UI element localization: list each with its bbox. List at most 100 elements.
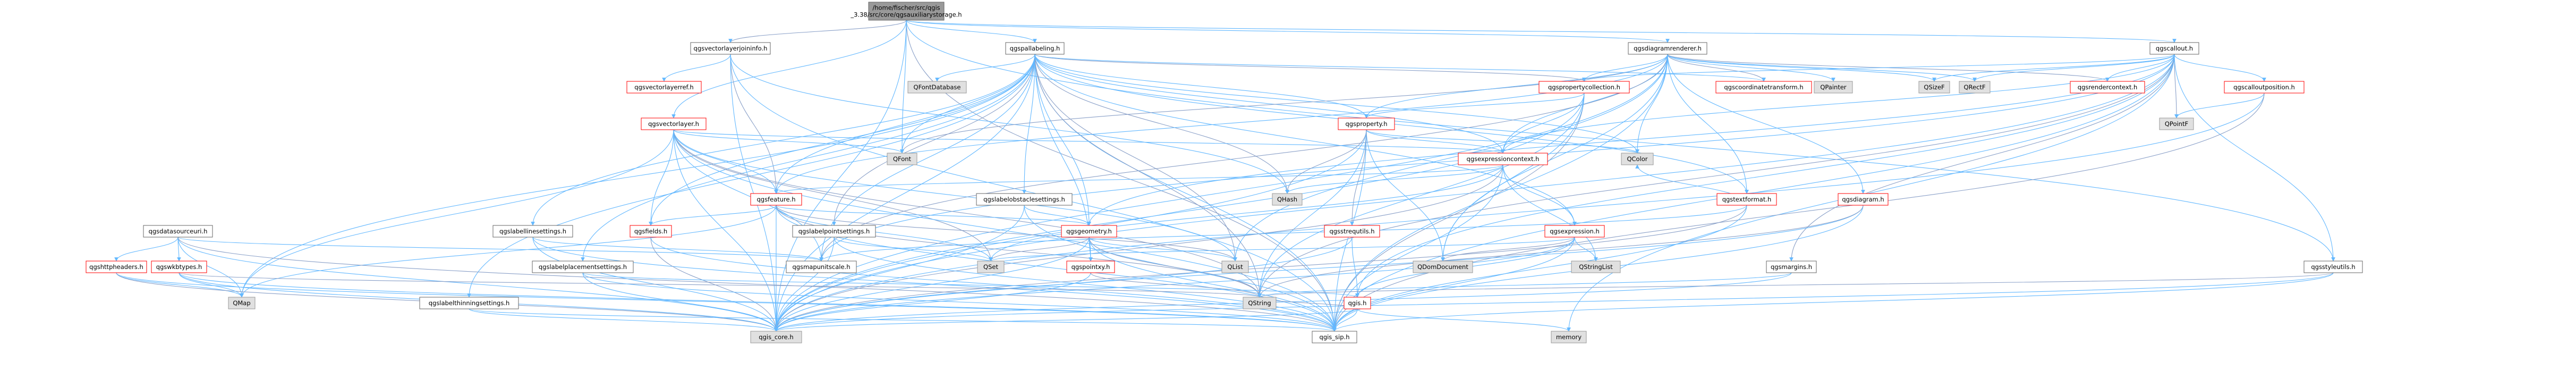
node-qgscalloutposition[interactable]: qgscalloutposition.h [2224,81,2305,94]
node-qgsmargins[interactable]: qgsmargins.h [1766,261,1817,273]
node-box [86,261,147,273]
include-edge-qgsfeature-to-qgsfields [649,205,777,226]
node-qgsproperty[interactable]: qgsproperty.h [1338,117,1395,130]
include-edge-qgscallout-to-qrectf [1973,54,2175,82]
include-edge-qgscallout-to-qgspropertycollection [1582,54,2175,82]
node-qgsfields[interactable]: qgsfields.h [630,225,672,238]
include-edge-qgslabelplacementsettings-to-qgis [582,272,1359,298]
node-qgslabelobstaclesettings[interactable]: qgslabelobstaclesettings.h [976,193,1073,206]
node-label: qgsdiagram.h [1842,196,1884,203]
node-qgsstrequtils[interactable]: qgsstrequtils.h [1324,225,1380,238]
include-edge-qgstextformat-to-qgis_core [774,205,1747,332]
node-box [151,261,207,273]
include-edge-qgsvectorlayer-to-qset [673,129,993,262]
include-edge-qgscallout-to-qpointf [2174,54,2179,119]
include-edge-qgspallabeling-to-qlist [1034,54,1237,262]
node-box [492,225,573,238]
node-label: qgsstyleutils.h [2311,263,2355,271]
include-edge-qgslabellinesettings-to-qgsmapunitscale [532,237,823,262]
node-qgshttpheaders[interactable]: qgshttpheaders.h [86,261,147,273]
include-edge-qgspallabeling-to-qfontdatabase [935,54,1035,82]
node-qdomdocument: QDomDocument [1413,261,1473,273]
node-qgspointxy[interactable]: qgspointxy.h [1066,261,1115,273]
node-qgis[interactable]: qgis.h [1344,297,1371,309]
node-qgscallout[interactable]: qgscallout.h [2149,42,2199,55]
include-edge-qgsvectorlayerjoininfo-to-qhash [730,54,1289,194]
node-qgspropertycollection[interactable]: qgspropertycollection.h [1538,81,1630,94]
node-label: _3.38/src/core/qgsauxiliarystorage.h [850,11,962,19]
node-label: QSizeF [1924,83,1944,91]
node-qgstextformat[interactable]: qgstextformat.h [1716,193,1777,206]
include-edge-qgsfeature-to-qgsgeometry [776,205,1091,226]
node-qgsfeature[interactable]: qgsfeature.h [750,193,802,206]
node-layer: /home/fischer/src/qgis_3.38/src/core/qgs… [86,2,2363,343]
node-qgsgeometry[interactable]: qgsgeometry.h [1061,225,1117,238]
node-qgslabelpointsettings[interactable]: qgslabelpointsettings.h [792,225,876,238]
include-edge-qgis-to-qgis_core [774,308,1358,332]
include-edge-qgspallabeling-to-qgsexpression [1034,54,1577,226]
node-box [786,261,857,273]
include-edge-qgsvectorlayer-to-qgsfields [649,129,674,226]
node-qgscoordinatetransform[interactable]: qgscoordinatetransform.h [1715,81,1812,94]
include-edge-qgsdiagramrenderer-to-qfont [900,54,1668,154]
include-edge-root-to-qgis_sip [906,20,1337,332]
node-label: qgscoordinatetransform.h [1724,83,1803,91]
include-edge-qgslabelobstaclesettings-to-qgis_core [774,205,1025,332]
node-box [1621,153,1654,165]
include-edge-qgspallabeling-to-qstring [1034,54,1262,298]
include-edge-qgswkbtypes-to-qmap [178,272,244,298]
include-edge-qgsdiagramrenderer-to-qlist [1233,54,1668,262]
node-box [2149,42,2199,55]
include-edge-qgspallabeling-to-qgslabelplacementsettings [581,54,1035,262]
node-label: qgslabelthinningsettings.h [429,299,510,307]
include-edge-qgsvectorlayer-to-qgsexpressioncontext [673,129,1505,154]
include-edge-qgsproperty-to-qcolor [1366,129,1639,154]
include-edge-qgspallabeling-to-qhash [1034,54,1289,194]
include-edge-qgstextformat-to-qgis_sip [1332,205,1747,332]
include-edge-qgis-to-qgis_sip [1332,308,1358,332]
include-edge-qgsdiagramrenderer-to-qgsmapunitscale [819,54,1668,262]
include-edge-qgspointxy-to-qstring [1090,272,1262,298]
node-qgslabelthinningsettings[interactable]: qgslabelthinningsettings.h [419,297,519,309]
node-label: QFontDatabase [914,83,961,91]
node-qgsexpressioncontext[interactable]: qgsexpressioncontext.h [1458,153,1548,165]
node-qgspallabeling[interactable]: qgspallabeling.h [1005,42,1065,55]
node-qgsvectorlayerjoininfo[interactable]: qgsvectorlayerjoininfo.h [690,42,771,55]
node-qgsexpression[interactable]: qgsexpression.h [1544,225,1605,238]
include-edge-qgsfields-to-qgis_sip [650,237,1337,332]
node-qset: QSet [977,261,1005,273]
include-edge-qgsmargins-to-qgis_core [774,272,1792,332]
include-edge-qgspallabeling-to-qmap [240,54,1035,298]
node-box [1061,225,1117,238]
node-label: QDomDocument [1417,263,1468,271]
node-box [2159,117,2194,130]
include-edge-qgsfeature-to-qset [776,205,993,262]
include-edge-qgslabelplacementsettings-to-qgis_core [582,272,778,332]
node-qgsmapunitscale[interactable]: qgsmapunitscale.h [786,261,857,273]
node-box [1814,81,1853,94]
node-root[interactable]: /home/fischer/src/qgis_3.38/src/core/qgs… [850,2,962,21]
include-edge-qgspropertycollection-to-qgis_sip [1332,93,1585,332]
node-qgsstyleutils[interactable]: qgsstyleutils.h [2303,261,2363,273]
include-edge-qgspallabeling-to-qgsexpressioncontext [1034,54,1505,154]
node-box [1272,193,1303,206]
node-qgsdatasourceuri[interactable]: qgsdatasourceuri.h [143,225,213,238]
node-box [2224,81,2305,94]
include-edge-qgsexpressioncontext-to-qgsfeature [774,164,1503,194]
node-qgsvectorlayer[interactable]: qgsvectorlayer.h [641,117,707,130]
include-edge-qgsdatasourceuri-to-qgsmapunitscale [177,237,823,262]
node-qgsdiagramrenderer[interactable]: qgsdiagramrenderer.h [1628,42,1707,55]
node-qgsrendercontext[interactable]: qgsrendercontext.h [2070,81,2145,94]
node-label: QPainter [1820,83,1847,91]
node-box [1959,81,1991,94]
node-qgis_sip[interactable]: qgis_sip.h [1312,331,1357,343]
node-qgsvectorlayerref[interactable]: qgsvectorlayerref.h [626,81,702,94]
include-edge-qgsvectorlayer-to-qgis_core [673,129,778,332]
node-qgswkbtypes[interactable]: qgswkbtypes.h [151,261,207,273]
node-qgslabellinesettings[interactable]: qgslabellinesettings.h [492,225,573,238]
node-box [1458,153,1548,165]
node-qgslabelplacementsettings[interactable]: qgslabelplacementsettings.h [532,261,634,273]
node-qgsdiagram[interactable]: qgsdiagram.h [1838,193,1889,206]
include-edge-qgspointxy-to-qgis_core [774,272,1091,332]
include-edge-qgshttpheaders-to-qmap [116,272,244,298]
